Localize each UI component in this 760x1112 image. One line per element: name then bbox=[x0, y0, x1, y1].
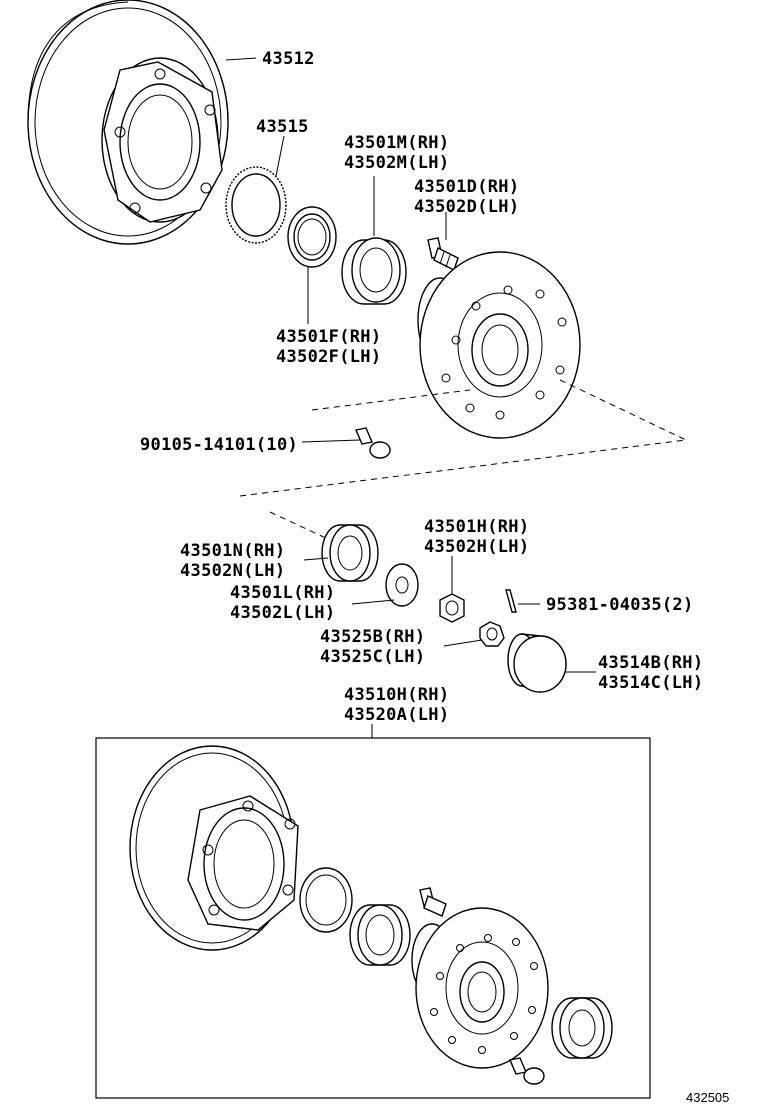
label-outer-race-rh: 43501M(RH) bbox=[344, 133, 449, 153]
label-lock-cap-rh: 43525B(RH) bbox=[320, 627, 425, 647]
label-hub-bolt-rh: 43501D(RH) bbox=[414, 177, 519, 197]
washer-drawing bbox=[385, 563, 419, 607]
alignment-line-lower bbox=[269, 511, 331, 541]
axle-hub-drawing bbox=[417, 251, 581, 439]
assembly-seal-drawing bbox=[299, 867, 353, 933]
leader-washer bbox=[351, 599, 395, 605]
hub-bolt-drawing bbox=[427, 237, 459, 271]
leader-sensor-rotor bbox=[275, 135, 285, 177]
nut-drawing bbox=[439, 593, 465, 623]
label-rotor: 43512 bbox=[262, 49, 315, 69]
cotter-pin-drawing bbox=[505, 589, 517, 613]
label-assembly-lh: 43520A(LH) bbox=[344, 705, 449, 725]
oil-seal-drawing bbox=[287, 206, 337, 268]
label-washer-lh: 43502L(LH) bbox=[230, 603, 335, 623]
leader-rotor-bolt bbox=[301, 439, 361, 443]
assembly-rotor-drawing bbox=[129, 745, 299, 951]
leader-outer-bearing bbox=[303, 557, 329, 561]
grease-cap-drawing bbox=[507, 633, 567, 693]
label-outer-race-lh: 43502M(LH) bbox=[344, 153, 449, 173]
label-oil-seal-rh: 43501F(RH) bbox=[276, 327, 381, 347]
lock-cap-drawing bbox=[479, 621, 505, 647]
leader-lock-cap bbox=[443, 639, 483, 647]
label-oil-seal-lh: 43502F(LH) bbox=[276, 347, 381, 367]
label-cotter-pin: 95381-04035(2) bbox=[546, 595, 694, 615]
bearing-race-drawing bbox=[341, 237, 407, 305]
label-grease-cap-rh: 43514B(RH) bbox=[598, 653, 703, 673]
label-lock-cap-lh: 43525C(LH) bbox=[320, 647, 425, 667]
label-sensor-rotor: 43515 bbox=[256, 117, 309, 137]
label-outer-bearing-rh: 43501N(RH) bbox=[180, 541, 285, 561]
sensor-rotor-drawing bbox=[225, 166, 287, 244]
label-nut-lh: 43502H(LH) bbox=[424, 537, 529, 557]
assembly-race-drawing bbox=[349, 904, 411, 966]
assembly-hub-bolt-drawing bbox=[419, 887, 447, 917]
alignment-line-upper bbox=[311, 389, 471, 411]
label-grease-cap-lh: 43514C(LH) bbox=[598, 673, 703, 693]
outer-bearing-drawing bbox=[321, 524, 379, 582]
label-hub-bolt-lh: 43502D(LH) bbox=[414, 197, 519, 217]
leader-rotor bbox=[225, 57, 257, 61]
label-rotor-bolt: 90105-14101(10) bbox=[140, 435, 298, 455]
rotor-bolt-drawing bbox=[355, 427, 391, 459]
label-outer-bearing-lh: 43502N(LH) bbox=[180, 561, 285, 581]
brake-rotor-drawing bbox=[27, 0, 229, 245]
figure-number: 432505 bbox=[686, 1090, 729, 1105]
assembly-bearing-drawing bbox=[551, 997, 613, 1059]
label-washer-rh: 43501L(RH) bbox=[230, 583, 335, 603]
assembly-rotor-bolt-drawing bbox=[509, 1057, 545, 1085]
assembly-box bbox=[95, 737, 651, 1099]
assembly-hub-drawing bbox=[411, 907, 549, 1069]
label-assembly-rh: 43510H(RH) bbox=[344, 685, 449, 705]
label-nut-rh: 43501H(RH) bbox=[424, 517, 529, 537]
alignment-line-right bbox=[239, 379, 688, 497]
